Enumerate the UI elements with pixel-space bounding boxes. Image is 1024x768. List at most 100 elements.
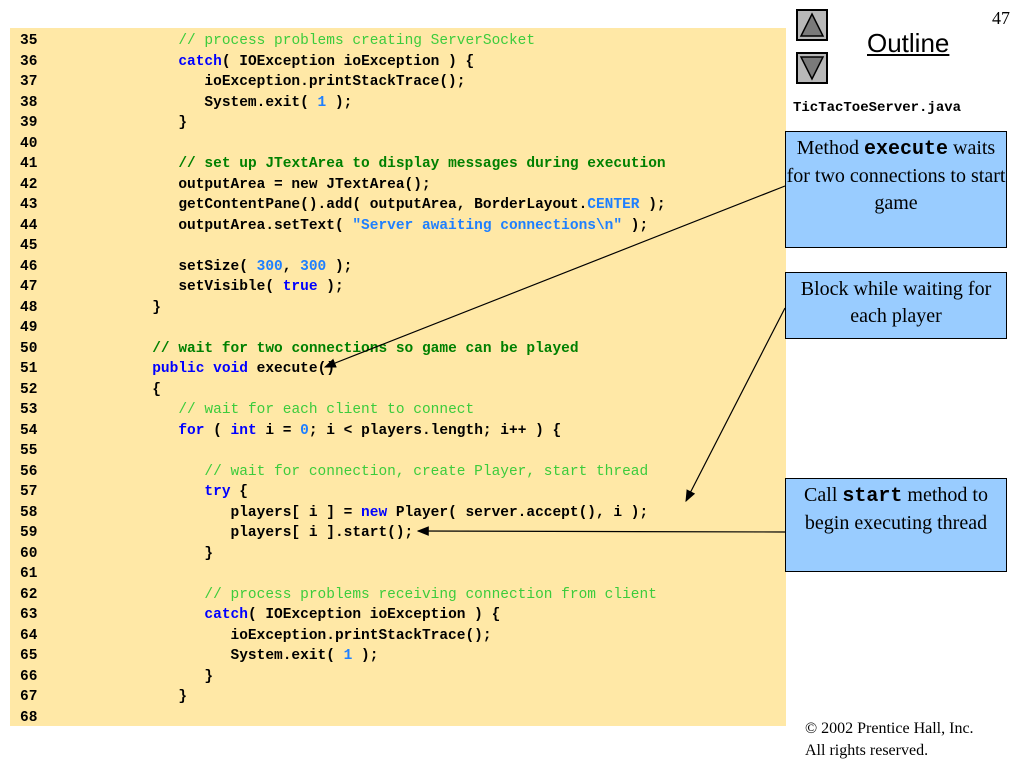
code-line: 48 } — [10, 298, 161, 318]
line-number: 59 — [20, 525, 38, 541]
callout-code-word: execute — [863, 138, 948, 161]
code-token: execute() — [247, 361, 335, 377]
code-token: // wait for connection, create Player, s… — [204, 463, 649, 480]
code-token: outputArea.setText( — [100, 217, 353, 234]
callout-text: Method — [796, 137, 864, 159]
slide-number: 47 — [992, 8, 1010, 28]
code-token: , — [282, 258, 301, 275]
code-token: ioException.printStackTrace(); — [100, 74, 466, 90]
code-token: ( IOException ioException ) { — [221, 53, 475, 70]
code-line: 61 — [10, 564, 100, 584]
code-line: 58 players[ i ] = new Player( server.acc… — [10, 503, 648, 523]
code-token: // process problems receiving connection… — [204, 586, 657, 603]
line-number: 46 — [20, 258, 38, 275]
copyright-line-1: © 2002 Prentice Hall, Inc. — [805, 720, 974, 737]
code-token: Player( server.accept(), i ); — [387, 504, 649, 521]
code-line: 68 — [10, 708, 100, 728]
line-number: 41 — [20, 156, 38, 172]
code-token: } — [100, 689, 188, 705]
line-number: 36 — [20, 53, 38, 70]
code-token: catch — [178, 53, 222, 70]
code-line: 64 ioException.printStackTrace(); — [10, 626, 492, 646]
callout-execute-method: Method execute waits for two connections… — [785, 131, 1007, 248]
line-number: 58 — [20, 504, 38, 521]
callout-text: waits for two connections to start game — [786, 137, 1006, 214]
callout-text: Call — [804, 484, 843, 506]
code-line: 35 // process problems creating ServerSo… — [10, 31, 535, 51]
code-token — [100, 361, 152, 377]
code-token — [100, 54, 178, 70]
line-number: 55 — [20, 443, 38, 459]
code-token — [100, 156, 178, 172]
code-token: getContentPane().add( outputArea, Border… — [100, 197, 588, 213]
code-line: 42 outputArea = new JTextArea(); — [10, 175, 431, 195]
code-line: 46 setSize( 300, 300 ); — [10, 257, 352, 277]
line-number: 48 — [20, 299, 38, 316]
line-number: 45 — [20, 238, 38, 254]
code-line: 45 — [10, 236, 100, 256]
code-line: 47 setVisible( true ); — [10, 277, 344, 297]
code-token: // process problems creating ServerSocke… — [178, 33, 536, 49]
code-line: 67 } — [10, 687, 187, 707]
line-number: 61 — [20, 566, 38, 582]
code-token: outputArea = new JTextArea(); — [100, 176, 431, 193]
next-slide-button[interactable] — [796, 52, 828, 84]
code-line: 54 for ( int i = 0; i < players.length; … — [10, 421, 561, 441]
code-token: true — [282, 279, 318, 295]
line-number: 65 — [20, 648, 38, 664]
code-token — [100, 402, 178, 418]
code-line: 62 // process problems receiving connect… — [10, 585, 657, 605]
code-token: 0 — [300, 422, 309, 439]
code-token: for — [178, 422, 205, 439]
code-token: new — [361, 504, 388, 521]
code-line: 56 // wait for connection, create Player… — [10, 462, 648, 482]
code-token: } — [100, 299, 161, 316]
code-token: ); — [622, 217, 649, 234]
code-token — [100, 607, 204, 623]
line-number: 66 — [20, 668, 38, 685]
line-number: 40 — [20, 135, 38, 152]
line-number: 51 — [20, 361, 38, 377]
code-token: System.exit( — [100, 94, 318, 111]
outline-link[interactable]: Outline — [867, 28, 950, 58]
code-token: 300 — [300, 258, 327, 275]
code-token: // wait for two connections so game can … — [152, 340, 579, 357]
line-number: 60 — [20, 545, 38, 562]
line-number: 52 — [20, 381, 38, 398]
line-number: 35 — [20, 33, 38, 49]
line-number: 37 — [20, 74, 38, 90]
previous-slide-button[interactable] — [796, 9, 828, 41]
code-token: 1 — [317, 94, 327, 111]
code-token — [100, 587, 204, 603]
code-line: 36 catch( IOException ioException ) { — [10, 52, 474, 72]
code-line: 59 players[ i ].start(); — [10, 523, 413, 543]
code-line: 40 — [10, 134, 100, 154]
code-token: players[ i ] = — [100, 504, 362, 521]
code-token — [100, 33, 178, 49]
file-name: TicTacToeServer.java — [793, 100, 962, 116]
triangle-down-icon — [799, 56, 825, 81]
code-token: // wait for each client to connect — [178, 402, 475, 418]
triangle-up-icon — [799, 12, 825, 37]
line-number: 63 — [20, 607, 38, 623]
code-token: players[ i ].start(); — [100, 525, 414, 541]
code-line: 37 ioException.printStackTrace(); — [10, 72, 465, 92]
line-number: 53 — [20, 402, 38, 418]
code-token: System.exit( — [100, 648, 344, 664]
code-line: 43 getContentPane().add( outputArea, Bor… — [10, 195, 666, 215]
code-token: setSize( — [100, 258, 257, 275]
callout-start-method: Call start method to begin executing thr… — [785, 478, 1007, 572]
code-token: { — [100, 381, 161, 398]
code-line: 51 public void execute() — [10, 359, 335, 379]
code-line: 53 // wait for each client to connect — [10, 400, 474, 420]
code-token: ; i < players.length; i++ ) { — [308, 422, 562, 439]
code-token: } — [100, 668, 214, 685]
code-token: ( — [204, 422, 231, 439]
line-number: 67 — [20, 689, 38, 705]
callout-code-word: start — [842, 485, 903, 508]
code-token: } — [100, 545, 214, 562]
code-token: ); — [352, 648, 379, 664]
code-token — [204, 361, 213, 377]
code-token: ); — [326, 258, 353, 275]
code-token: "Server awaiting connections\n" — [352, 217, 623, 234]
